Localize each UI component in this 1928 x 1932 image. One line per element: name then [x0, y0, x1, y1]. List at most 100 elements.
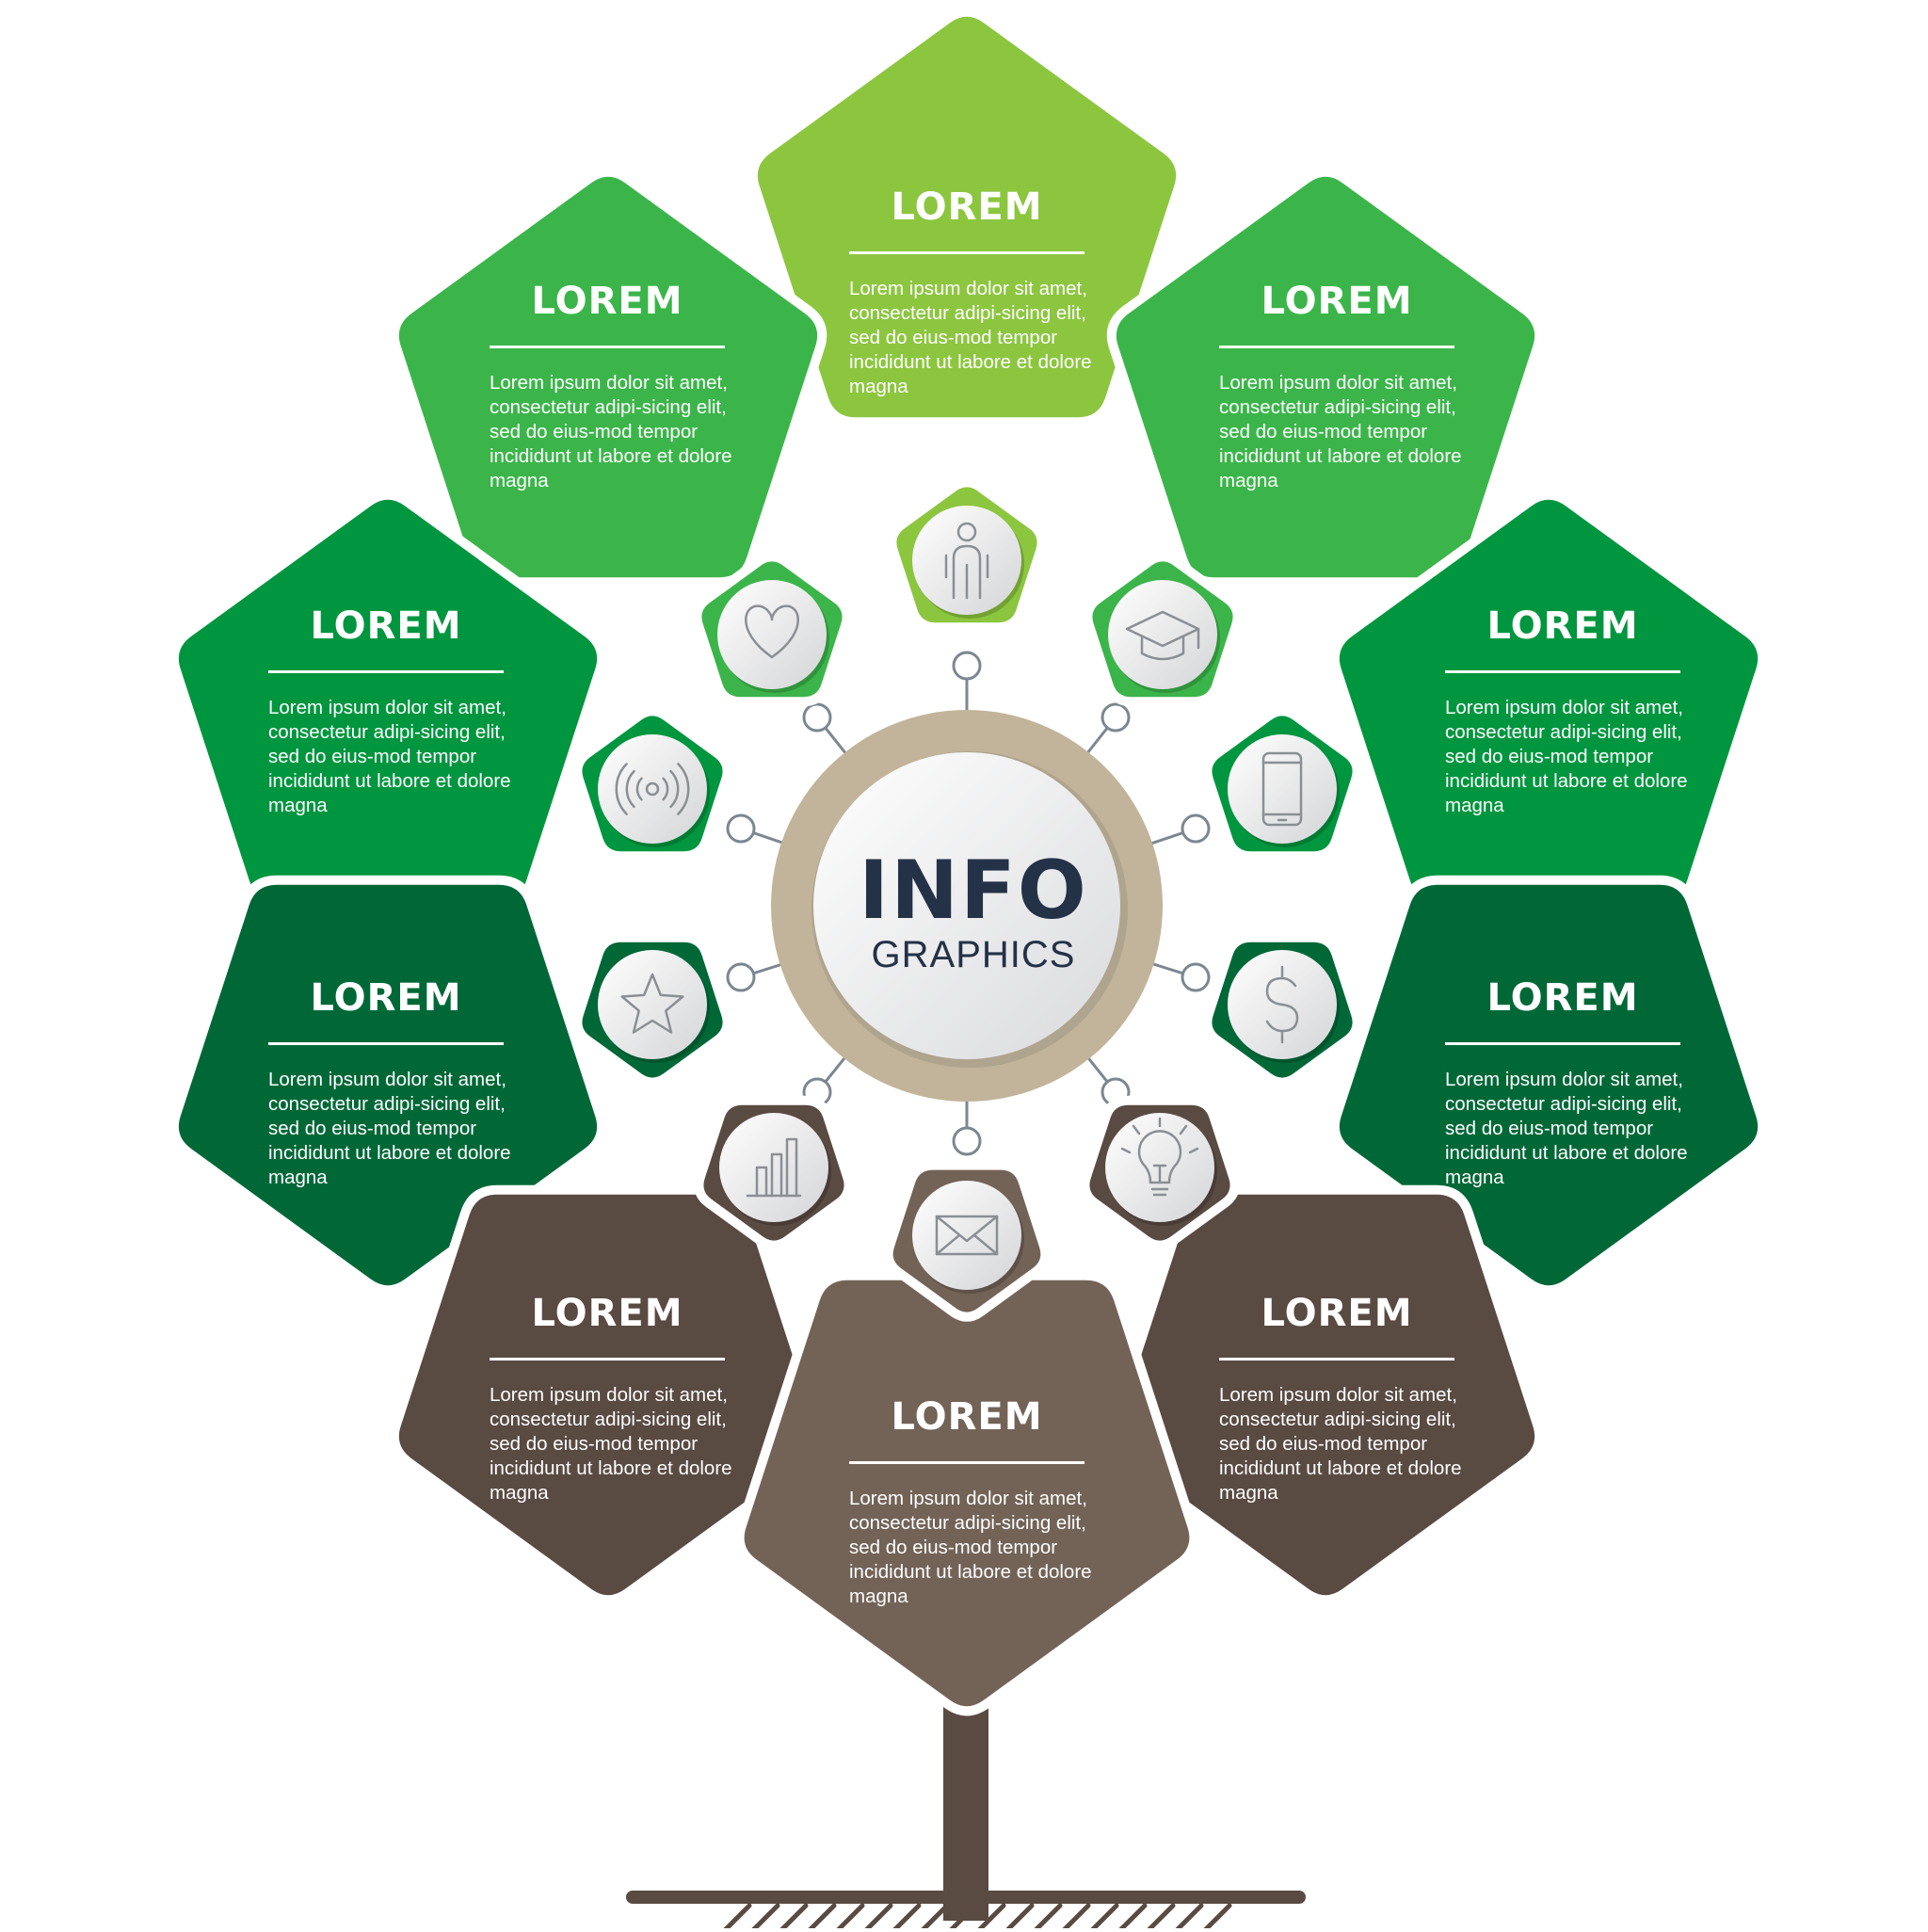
panel-body: Lorem ipsum dolor sit amet, consectetur … [1219, 1384, 1462, 1504]
center-title: INFO [859, 844, 1088, 938]
center-subtitle: GRAPHICS [871, 934, 1076, 975]
panel-top [747, 7, 1186, 633]
panel-body: Lorem ipsum dolor sit amet, consectetur … [490, 372, 732, 491]
icon-circle [719, 1113, 828, 1222]
panel-body: Lorem ipsum dolor sit amet, consectetur … [1219, 372, 1462, 491]
ground-hatch [832, 1903, 865, 1932]
ground-hatch [860, 1903, 893, 1932]
ground-hatch [747, 1903, 780, 1932]
panel-text-top: LOREM Lorem ipsum dolor sit amet, consect… [849, 184, 1132, 399]
lightbulb-icon [1120, 1117, 1199, 1197]
ground-line [626, 1891, 1306, 1904]
trunk [943, 1676, 988, 1921]
ground-hatch [1171, 1903, 1204, 1932]
panel-shape [734, 1270, 1199, 1716]
ground-hatch [1115, 1903, 1148, 1932]
panel-text-upper-right: LOREM Lorem ipsum dolor sit amet, consect… [1219, 278, 1502, 493]
icon-circle [912, 1181, 1021, 1290]
panel-bottom-left [389, 1095, 854, 1605]
panel-body: Lorem ipsum dolor sit amet, consectetur … [849, 278, 1092, 397]
panel-title: LOREM [310, 604, 462, 648]
ground-hatch [804, 1903, 837, 1932]
ground-hatch [1058, 1903, 1091, 1932]
icon-circle [912, 506, 1021, 615]
heart-icon [745, 604, 799, 659]
panel-divider [490, 346, 725, 348]
panel-upper-right [1083, 167, 1545, 707]
panel-divider [490, 1358, 725, 1360]
panel-text-bottom-left: LOREM Lorem ipsum dolor sit amet, consect… [490, 1290, 772, 1505]
panel-divider [849, 1461, 1084, 1464]
panel-divider [1445, 1042, 1680, 1045]
envelope-icon [935, 1215, 999, 1256]
panel-divider [268, 1042, 504, 1045]
panel-mid-right [1202, 490, 1768, 910]
panel-text-mid-right: LOREM Lorem ipsum dolor sit amet, consect… [1445, 603, 1727, 818]
panel-title: LOREM [1486, 604, 1639, 648]
panels [169, 7, 1768, 1716]
panel-text-bottom: LOREM Lorem ipsum dolor sit amet, consect… [849, 1393, 1132, 1609]
panel-title: LOREM [531, 1292, 683, 1335]
panel-body: Lorem ipsum dolor sit amet, consectetur … [268, 697, 511, 816]
ground [626, 1891, 1306, 1932]
icon-circle [717, 580, 827, 689]
ground-hatch [917, 1903, 950, 1932]
center-hub [771, 710, 1163, 1102]
panel-text-lower-right: LOREM Lorem ipsum dolor sit amet, consect… [1445, 974, 1727, 1190]
icon-circle [1108, 580, 1217, 689]
connector-node [726, 813, 756, 844]
bar-chart-icon [746, 1137, 802, 1198]
connector-node [1181, 813, 1211, 844]
panel-body: Lorem ipsum dolor sit amet, consectetur … [1445, 697, 1688, 816]
icon-circle [598, 950, 707, 1059]
panel-divider [268, 670, 504, 673]
connector-node [802, 702, 832, 733]
panel-title: LOREM [1261, 1292, 1413, 1335]
icon-circle [1228, 734, 1337, 844]
ground-hatch [1143, 1903, 1176, 1932]
panel-title: LOREM [891, 185, 1043, 229]
ground-hatch [973, 1903, 1006, 1932]
panel-shape [747, 7, 1186, 427]
dollar-icon [1265, 965, 1299, 1044]
panel-text-upper-left: LOREM Lorem ipsum dolor sit amet, consect… [490, 278, 772, 493]
star-icon [620, 973, 684, 1034]
panel-title: LOREM [891, 1395, 1043, 1439]
connector-node [952, 651, 982, 681]
panel-upper-left [389, 167, 852, 707]
graduation-cap-icon [1125, 610, 1200, 661]
panel-bottom [734, 1160, 1199, 1716]
panel-body: Lorem ipsum dolor sit amet, consectetur … [490, 1384, 732, 1504]
panel-body: Lorem ipsum dolor sit amet, consectetur … [1445, 1069, 1688, 1188]
connector-node [726, 962, 756, 992]
panel-bottom-right [1080, 1095, 1545, 1605]
panel-body: Lorem ipsum dolor sit amet, consectetur … [849, 1488, 1092, 1607]
panel-mid-left [169, 490, 732, 910]
connector-node [952, 1126, 982, 1156]
ground-hatch [1086, 1903, 1119, 1932]
ground-hatch [776, 1903, 809, 1932]
center-label: INFO GRAPHICS [832, 847, 1115, 975]
panel-body: Lorem ipsum dolor sit amet, consectetur … [268, 1069, 511, 1188]
panel-text-mid-left: LOREM Lorem ipsum dolor sit amet, consect… [268, 603, 551, 818]
smartphone-icon [1261, 751, 1303, 827]
panel-title: LOREM [531, 280, 683, 323]
panel-title: LOREM [1261, 280, 1413, 323]
panel-divider [1445, 670, 1680, 673]
connector-node [1101, 702, 1131, 733]
person-icon [944, 522, 989, 600]
ground-hatch [1002, 1903, 1035, 1932]
panel-title: LOREM [1486, 976, 1639, 1020]
ground-hatch [1199, 1903, 1232, 1932]
icon-circle [598, 734, 707, 844]
panel-divider [1219, 1358, 1454, 1360]
broadcast-icon [615, 763, 690, 815]
ground-hatch [889, 1903, 922, 1932]
panel-divider [1219, 346, 1454, 348]
panel-divider [849, 251, 1084, 254]
ground-hatch [1030, 1903, 1063, 1932]
ground-hatch [719, 1903, 752, 1932]
